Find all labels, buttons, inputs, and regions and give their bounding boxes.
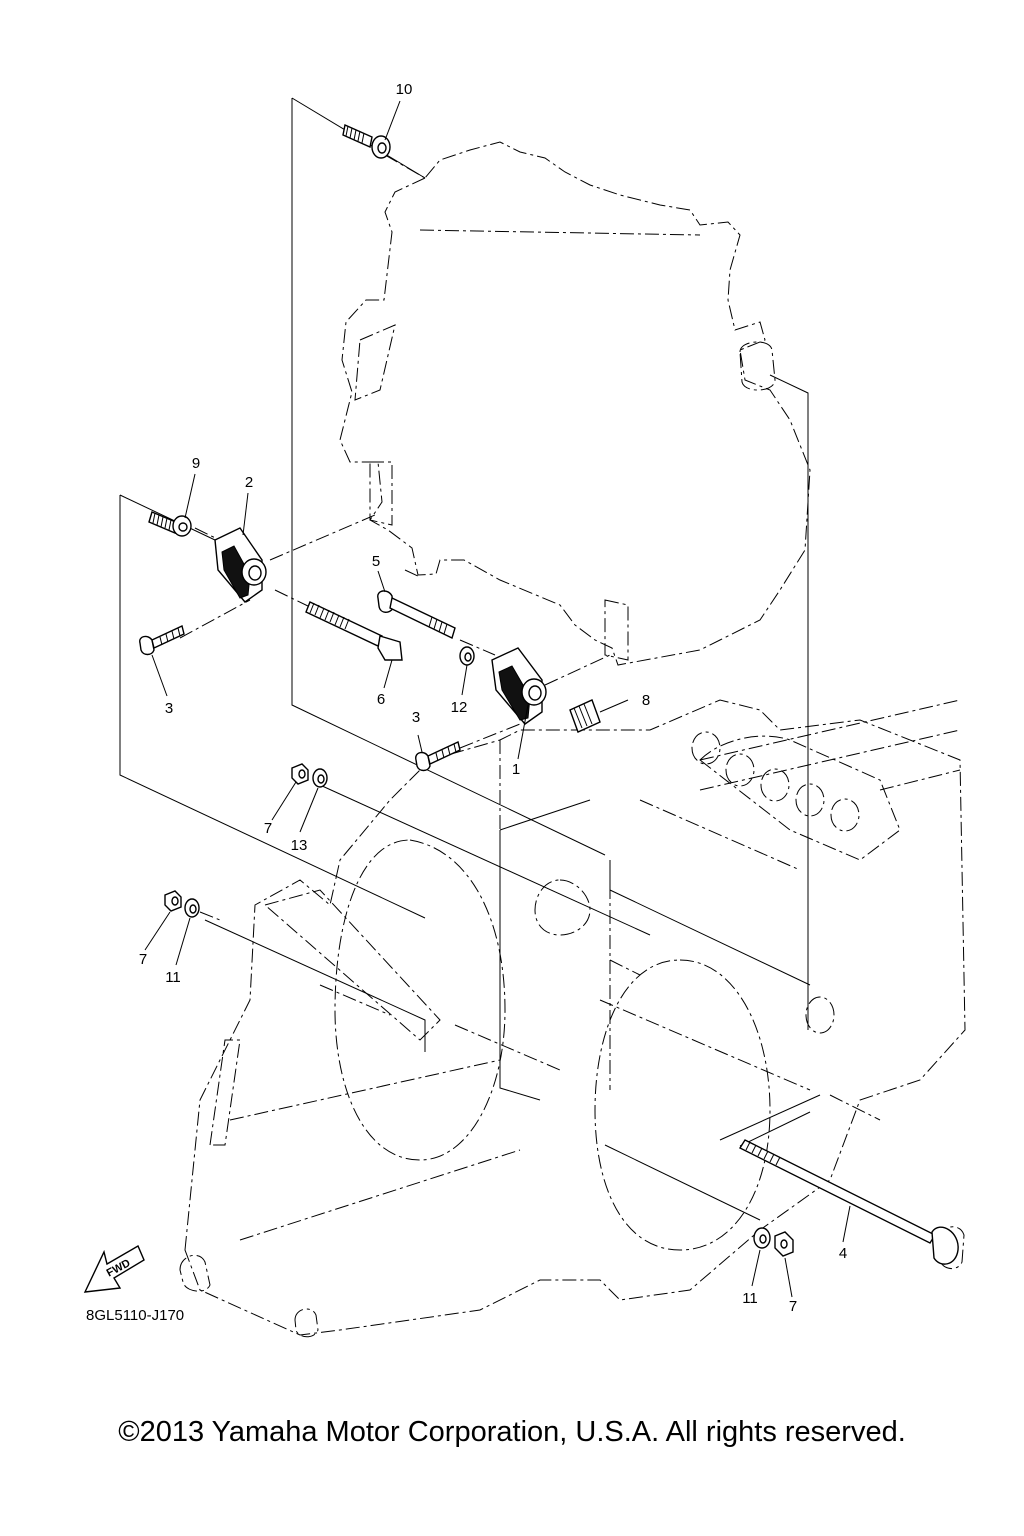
callout-11-left: 11 (165, 969, 181, 986)
leader-lines (119, 97, 821, 1221)
callout-7-lower: 7 (789, 1298, 797, 1315)
callout-7-upper: 7 (264, 820, 272, 837)
frame-phantom-outline (179, 699, 966, 1338)
nut-7-lower (774, 1231, 794, 1257)
callout-11-right: 11 (742, 1290, 758, 1307)
diagram-code: 8GL5110-J170 (86, 1307, 185, 1324)
copyright-notice: ©2013 Yamaha Motor Corporation, U.S.A. A… (118, 1416, 906, 1448)
bolt-3-right (415, 741, 461, 772)
damper-8 (569, 699, 601, 733)
through-bolt-4 (738, 1139, 959, 1265)
callout-leaders (144, 100, 851, 1298)
washer-12 (459, 646, 475, 666)
bolt-3-left (139, 625, 185, 656)
callout-4: 4 (839, 1245, 847, 1262)
callout-12: 12 (451, 699, 468, 716)
fastener-centerlines (179, 154, 881, 1121)
callout-8: 8 (642, 692, 650, 709)
washer-13 (312, 768, 328, 788)
callout-2: 2 (245, 474, 253, 491)
nut-7-left (164, 890, 182, 912)
engine-mount-bracket-2 (214, 527, 267, 603)
callout-7-left: 7 (139, 951, 147, 968)
callout-5: 5 (372, 553, 380, 570)
callout-6: 6 (377, 691, 385, 708)
callout-1: 1 (512, 761, 520, 778)
callout-10: 10 (396, 81, 413, 98)
washer-11-right (753, 1227, 771, 1249)
nut-7-upper (291, 763, 309, 785)
bolt-9 (148, 511, 192, 537)
callout-13: 13 (291, 837, 308, 854)
callout-3-right: 3 (412, 709, 420, 726)
washer-11-left (184, 898, 200, 918)
bolt-5 (377, 590, 456, 639)
fwd-arrow-label: FWD (105, 1257, 133, 1279)
callout-3-left: 3 (165, 700, 173, 717)
engine-phantom-outline (339, 141, 811, 666)
engine-mount-bracket-1 (491, 647, 547, 725)
long-bolt-6 (305, 601, 403, 661)
fwd-arrow-icon: FWD (83, 1244, 145, 1293)
callout-numbers: 10 9 2 5 3 6 12 8 3 1 7 13 7 11 4 11 7 (139, 81, 847, 1315)
bolt-10 (342, 124, 391, 159)
callout-9: 9 (192, 455, 200, 472)
